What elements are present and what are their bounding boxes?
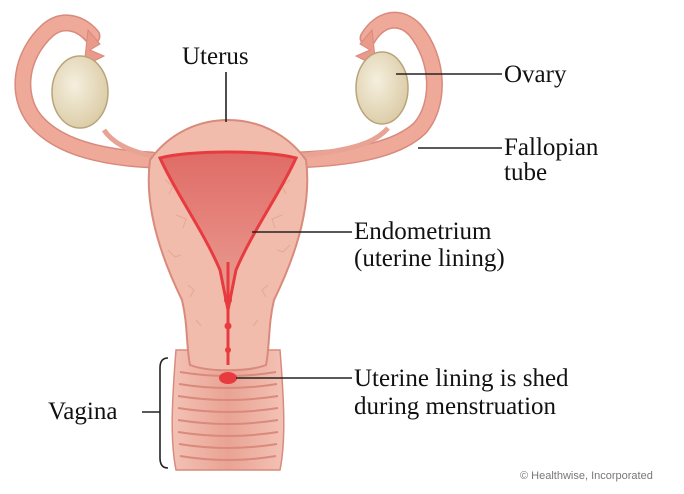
shed-label-line2: during menstruation	[354, 394, 556, 420]
copyright-credit: © Healthwise, Incorporated	[520, 470, 653, 482]
vagina-bracket	[160, 358, 168, 468]
fallopian-tube-label-line2: tube	[504, 160, 547, 186]
endometrium-label-line1: Endometrium	[354, 219, 491, 245]
endometrium-label-line2: (uterine lining)	[354, 246, 505, 272]
ovary-label: Ovary	[504, 62, 566, 88]
uterus-label: Uterus	[182, 44, 249, 70]
left-ovary	[52, 56, 108, 128]
fallopian-tube-label-line1: Fallopian	[504, 135, 598, 161]
uterus	[149, 120, 308, 370]
shed-label-line1: Uterine lining is shed	[354, 366, 569, 392]
vagina-label: Vagina	[48, 399, 117, 425]
right-ovary	[356, 52, 408, 124]
shed-lining	[219, 372, 237, 384]
